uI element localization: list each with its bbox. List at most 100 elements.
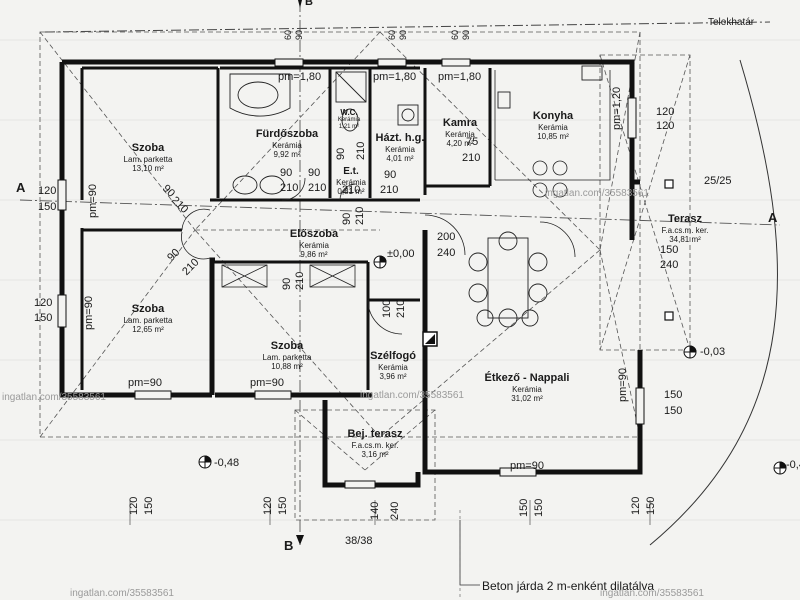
parapet-label: pm=90 (87, 184, 99, 218)
dimension-label: 90 (384, 169, 397, 181)
room-area: 3,96 m² (379, 371, 407, 381)
room-name: Bej. terasz (347, 428, 403, 440)
room-area: 13,10 m² (132, 163, 164, 173)
room-floor: Kerámia (337, 117, 361, 124)
dimension-label: 150 (34, 312, 53, 324)
level-label: -0,03 (700, 346, 726, 358)
room-area: 34,81 m² (669, 234, 701, 244)
room-floor: Kerámia (272, 140, 302, 150)
dimension-label: 210 (354, 206, 366, 225)
room-label: Házt. h.g. Kerámia 4,01 m² (376, 132, 425, 163)
room-label: W.C. Kerámia 1,21 m² (338, 108, 360, 131)
room-floor: Kerámia (445, 129, 475, 139)
dimension-label: 150 (143, 496, 155, 515)
parapet-label: pm=1,20 (611, 86, 623, 130)
dimension-label: 100 (381, 299, 393, 318)
room-floor: Kerámia (512, 384, 542, 394)
room-area: 9,86 m² (300, 249, 328, 259)
dimension-label: 210 (395, 299, 407, 318)
dimension-label: 210 (280, 182, 299, 194)
dimension-label: 90 (294, 29, 304, 40)
dimension-label: 210 (355, 141, 367, 160)
room-floor: F.a.cs.m. ker. (661, 225, 709, 235)
room-label: Bej. terasz F.a.cs.m. ker. 3,16 m² (347, 428, 402, 459)
watermark: ingatlan.com/35583561 (600, 588, 704, 599)
watermark: ingatlan.com/35583561 (545, 188, 649, 199)
room-name: Szélfogó (370, 350, 416, 362)
parapet-label: pm=90 (510, 460, 544, 472)
dimension-label: 210 (462, 152, 481, 164)
parapet-label: pm=1,80 (278, 71, 322, 83)
room-area: 12,65 m² (132, 324, 164, 334)
room-area: 3,16 m² (361, 449, 389, 459)
room-area: 1,21 m² (338, 124, 360, 131)
room-name: Szoba (131, 303, 165, 315)
room-floor: Kerámia (385, 144, 415, 154)
parapet-label: pm=90 (83, 296, 95, 330)
parapet-label: pm=1,80 (373, 71, 417, 83)
room-floor: Lam. parketta (262, 352, 312, 362)
dimension-label: 90 (280, 167, 293, 179)
dimension-label: 210 (294, 271, 306, 290)
room-label: Előszoba Kerámia 9,86 m² (290, 228, 338, 259)
dimension-label: 90 (398, 29, 408, 40)
plot-boundary-label: Telekhatár (708, 17, 755, 28)
room-label: Étkező - Nappali Kerámia 31,02 m² (485, 372, 570, 403)
dimension-label: 90 (308, 167, 321, 179)
room-label: E.t. Kerámia 0,81 m² (336, 166, 366, 196)
room-area: 10,85 m² (537, 131, 569, 141)
dimension-label: 75 (466, 136, 479, 148)
dimension-label: 210 (380, 184, 399, 196)
room-label: Szoba Lam. parketta 12,65 m² (124, 303, 173, 334)
room-label: Kamra Kerámia 4,20 m² (443, 117, 477, 148)
dimension-label: 90 (281, 277, 293, 290)
room-area: 10,88 m² (271, 361, 303, 371)
level-label: ±0,00 (387, 248, 415, 260)
room-name: Fürdőszoba (255, 128, 319, 140)
dimension-label: 120 (630, 496, 642, 515)
room-name: Konyha (532, 110, 574, 122)
section-mark-a-right: A (768, 210, 778, 225)
dimension-label: 60 (283, 29, 293, 40)
room-name: Terasz (667, 213, 703, 225)
room-name: W.C. (340, 108, 358, 117)
dimension-label: 60 (387, 29, 397, 40)
dimension-label: 120 (34, 297, 53, 309)
room-name: Szoba (131, 142, 165, 154)
room-label: Terasz F.a.cs.m. ker. 34,81 m² (661, 213, 708, 244)
level-label: -0,48 (214, 457, 240, 469)
room-floor: Kerámia (378, 362, 408, 372)
section-mark-a-left: A (16, 180, 26, 195)
room-area: 4,01 m² (386, 153, 414, 163)
parapet-label: pm=90 (250, 377, 284, 389)
section-mark-b-top: B (305, 0, 313, 8)
room-area: 0,81 m² (337, 186, 365, 196)
dimension-label: 150 (664, 389, 683, 401)
watermark: ingatlan.com/35583561 (70, 588, 174, 599)
room-name: Étkező - Nappali (484, 372, 570, 384)
dimension-label: 240 (437, 247, 456, 259)
level-label: -0,4 (786, 459, 800, 471)
dimension-label: 150 (277, 496, 289, 515)
room-area: 4,20 m² (446, 138, 474, 148)
parapet-label: pm=1,80 (438, 71, 482, 83)
watermark: ingatlan.com/35583561 (2, 392, 106, 403)
dimension-label: 90 (335, 147, 347, 160)
room-label: Szélfogó Kerámia 3,96 m² (370, 350, 416, 381)
room-label: Szoba Lam. parketta 10,88 m² (263, 340, 312, 371)
concrete-path-note: Beton járda 2 m-enként dilatálva (482, 579, 655, 593)
dimension-label: 150 (518, 498, 530, 517)
watermark: ingatlan.com/35583561 (360, 390, 464, 401)
room-floor: Kerámia (336, 177, 366, 187)
room-label: Fürdőszoba Kerámia 9,92 m² (256, 128, 318, 159)
parapet-label: pm=90 (128, 377, 162, 389)
room-floor: Kerámia (299, 240, 329, 250)
dimension-label: 25/25 (704, 175, 732, 187)
dimension-label: 120 (656, 120, 675, 132)
room-name: Házt. h.g. (375, 132, 425, 144)
dimension-label: 150 (660, 244, 679, 256)
room-area: 31,02 m² (511, 393, 543, 403)
dimension-label: 120 (38, 185, 57, 197)
dimension-label: 200 (437, 231, 456, 243)
